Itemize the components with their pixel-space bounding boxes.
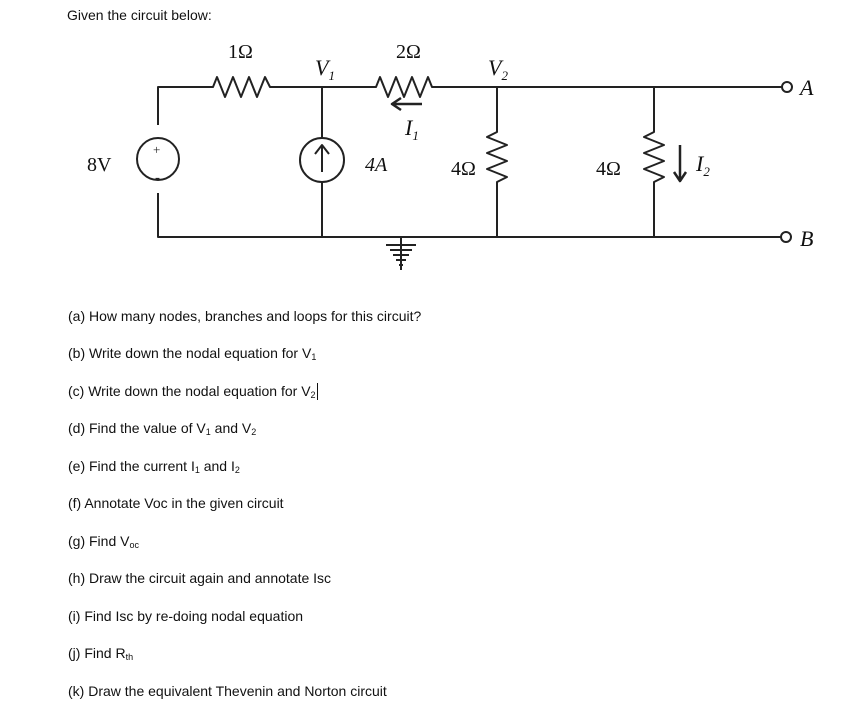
question-e: (e) Find the current I1 and I2 xyxy=(68,458,240,475)
question-h: (h) Draw the circuit again and annotate … xyxy=(68,570,332,586)
text-cursor xyxy=(316,383,318,400)
minus-sign: - xyxy=(155,170,160,186)
top-wire xyxy=(157,76,782,125)
question-b: (b) Write down the nodal equation for V1 xyxy=(68,345,317,362)
question-k: (k) Draw the equivalent Thevenin and Nor… xyxy=(68,683,387,699)
r4-label: 4Ω xyxy=(596,158,621,180)
node-v2-label: V2 xyxy=(488,55,508,83)
current-source-arrow xyxy=(314,144,330,172)
r4-resistor xyxy=(643,87,665,237)
ground-symbol xyxy=(386,237,416,270)
terminal-a-label: A xyxy=(798,75,814,100)
r2-label: 2Ω xyxy=(396,41,421,63)
question-g: (g) Find Voc xyxy=(68,533,139,550)
question-i: (i) Find Isc by re-doing nodal equation xyxy=(68,608,304,624)
intro-text: Given the circuit below: xyxy=(67,7,212,23)
circuit-diagram: + - 8V 1Ω 2Ω V1 V2 I1 I2 4A 4Ω 4Ω A B xyxy=(87,41,814,270)
terminal-b-label: B xyxy=(800,226,813,251)
r3-label: 4Ω xyxy=(451,158,476,180)
terminal-b-node xyxy=(780,231,792,243)
i1-arrow xyxy=(390,96,422,112)
terminal-a-node xyxy=(781,81,793,93)
node-v1-label: V1 xyxy=(315,55,335,83)
source-voltage-label: 8V xyxy=(87,154,112,176)
voltage-source xyxy=(136,137,180,181)
question-d: (d) Find the value of V1 and V2 xyxy=(68,420,257,437)
i2-arrow xyxy=(672,145,688,183)
question-j: (j) Find Rth xyxy=(68,645,134,662)
question-c: (c) Write down the nodal equation for V2 xyxy=(68,383,318,400)
r3-resistor xyxy=(486,87,508,237)
r1-label: 1Ω xyxy=(228,41,253,63)
bottom-wire xyxy=(157,193,781,238)
current-source-label: 4A xyxy=(365,154,388,176)
plus-sign: + xyxy=(153,142,160,157)
current-i1-label: I1 xyxy=(404,115,419,143)
current-i2-label: I2 xyxy=(695,151,710,179)
current-source xyxy=(299,137,345,183)
question-a: (a) How many nodes, branches and loops f… xyxy=(68,308,422,324)
question-f: (f) Annotate Voc in the given circuit xyxy=(68,495,284,511)
